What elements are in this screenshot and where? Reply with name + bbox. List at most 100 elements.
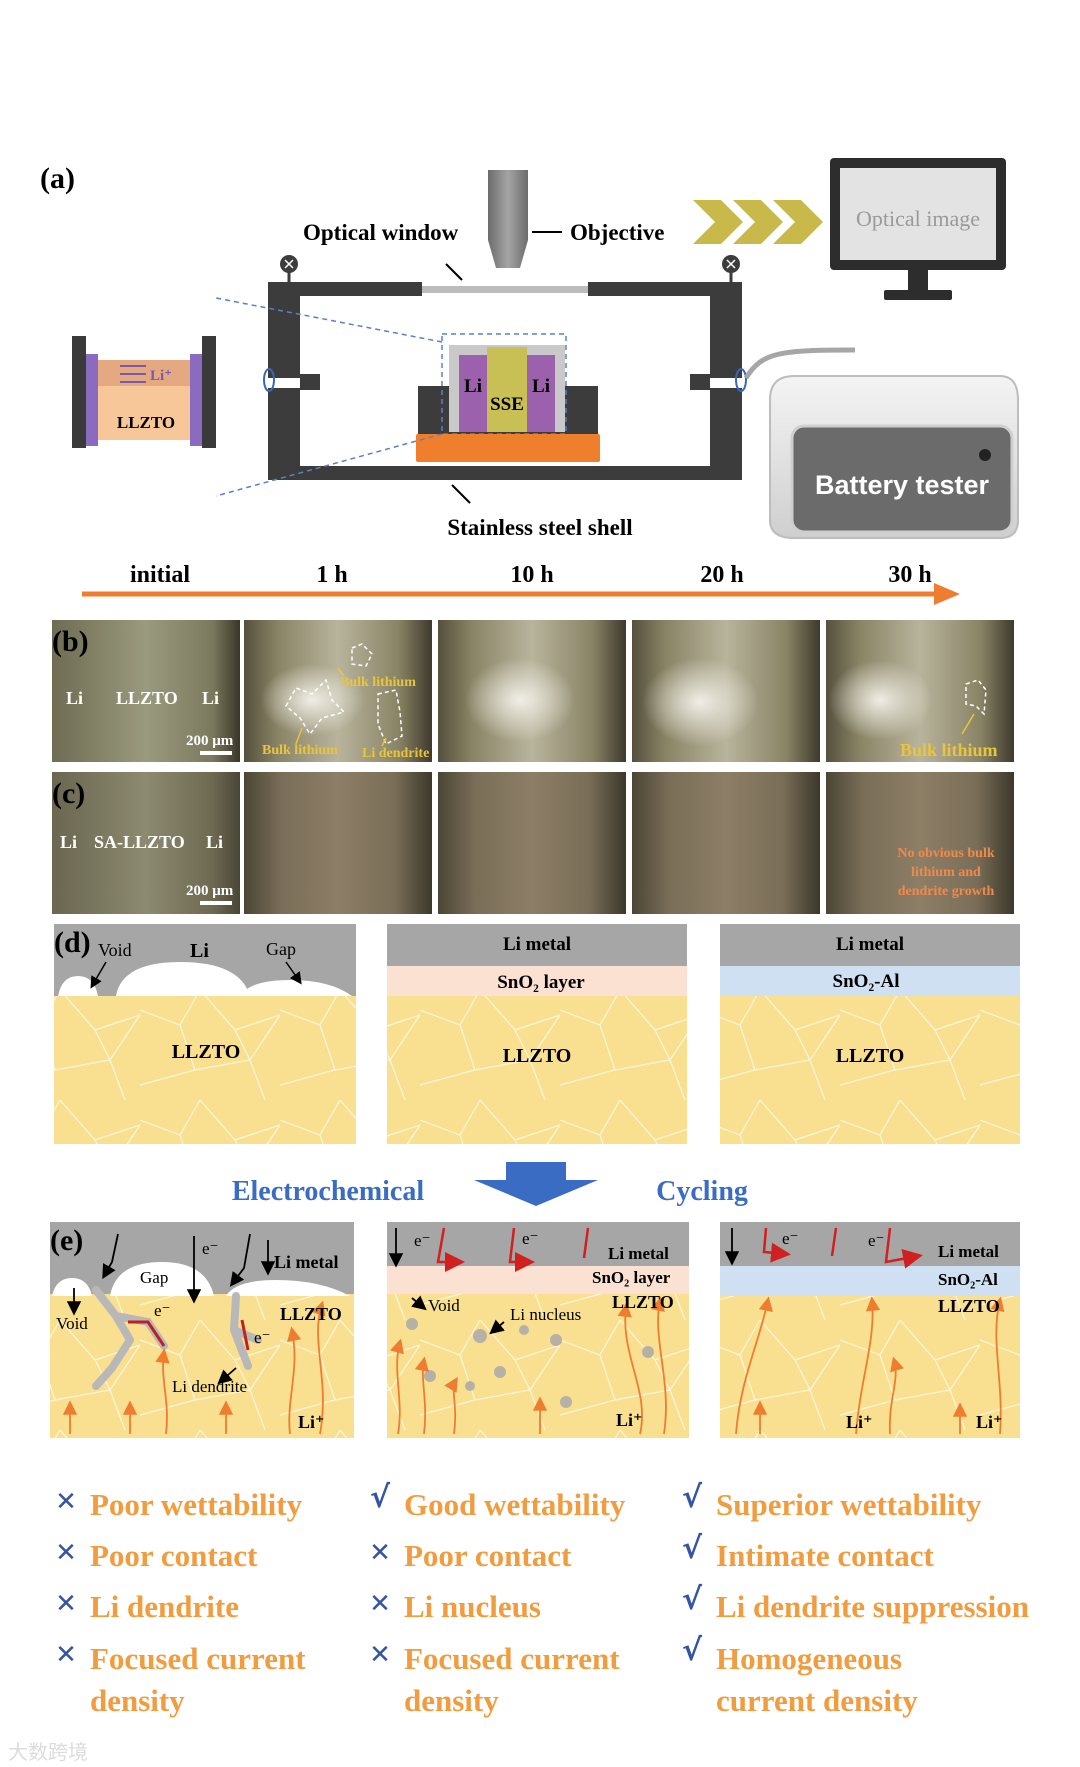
property-row: √Good wettability [364, 1480, 625, 1525]
panel-e: (e) e⁻ Li metal Gap Void e⁻ LLZTO e⁻ Li … [50, 1222, 1020, 1438]
property-text: Superior wettability [716, 1487, 982, 1522]
check-icon: √ [681, 1531, 702, 1566]
panel-d-sno2-al: SnO₂-Al [833, 971, 900, 992]
property-row: √ Li dendrite suppression [676, 1582, 1029, 1627]
panel-c: (c) Li SA-LLZTO Li 200 μm No obvious bul… [52, 772, 1014, 914]
panel-d-void: Void [98, 940, 132, 960]
property-row: ✕ Poor wettability [50, 1485, 302, 1525]
bulk-lithium-label-30h: Bulk lithium [900, 740, 998, 760]
check-icon: √ [681, 1480, 702, 1515]
check-icon: √ [681, 1633, 702, 1668]
objective-lens [488, 170, 528, 268]
panel-e-llzto-1: LLZTO [280, 1304, 342, 1324]
panel-b-li-left: Li [66, 688, 83, 708]
panel-b-llzto: LLZTO [116, 688, 178, 708]
check-icon: √ [681, 1582, 702, 1617]
bulk-outline-30h [965, 679, 987, 716]
panel-b-label: (b) [52, 625, 89, 658]
monitor-text: Optical image [856, 206, 980, 231]
photo-c-initial [52, 772, 240, 914]
panel-e-void-1: Void [56, 1314, 88, 1333]
cross-icon: ✕ [55, 1589, 77, 1619]
cross-icon: ✕ [55, 1487, 77, 1517]
battery-tester-icon: Battery tester [769, 375, 1019, 539]
property-row: ✕Poor contact [50, 1536, 257, 1576]
panel-e-sno2-layer: SnO₂ layer [592, 1268, 671, 1287]
property-text: Li dendrite [90, 1589, 239, 1624]
panel-c-li-right: Li [206, 832, 223, 852]
panel-c-sa-llzto: SA-LLZTO [94, 832, 185, 852]
zoom-line-top [215, 297, 443, 343]
property-text: Homogeneous current density [716, 1641, 918, 1718]
panel-d: (d) Void Li Gap LLZTO Li metal SnO₂ laye… [54, 924, 1020, 1144]
panel-e-li-dendrite: Li dendrite [172, 1377, 247, 1396]
property-text: Poor contact [404, 1538, 572, 1573]
property-text: Intimate contact [716, 1538, 934, 1573]
panel-e-e1: e⁻ [202, 1239, 219, 1258]
cell-housing [263, 255, 856, 480]
panel-e-sno2-al: SnO₂-Al [938, 1270, 998, 1289]
property-text: Poor wettability [90, 1487, 303, 1522]
panel-e-li-metal-2: Li metal [608, 1244, 669, 1263]
panel-d-li-metal-2: Li metal [503, 934, 571, 955]
li-dendrite-label: Li dendrite [362, 746, 429, 761]
property-row: ✕Poor contact [364, 1536, 571, 1576]
panel-b-li-right: Li [202, 688, 219, 708]
cycling-banner: Electrochemical Cycling [232, 1162, 748, 1207]
timeline-initial: initial [130, 562, 190, 588]
panel-b-scale: 200 μm [186, 733, 234, 749]
photo-c-10h [438, 772, 626, 914]
property-text: Focused current density [404, 1641, 620, 1718]
property-row: ✕Li nucleus [364, 1587, 541, 1627]
property-text: Poor contact [90, 1538, 258, 1573]
llzto-inset: Li⁺ LLZTO [72, 336, 216, 448]
cell-li-right: Li [532, 376, 550, 397]
panel-e-e6: e⁻ [782, 1229, 799, 1248]
panel-c-scale-bar [200, 901, 232, 905]
panel-d-llzto-1: LLZTO [172, 1041, 241, 1063]
electrochemical-label: Electrochemical [232, 1176, 425, 1207]
property-text: Li dendrite suppression [716, 1589, 1029, 1624]
panel-d-llzto-3: LLZTO [836, 1045, 905, 1067]
bulk-outline-2 [351, 643, 373, 667]
panel-e-label: (e) [50, 1224, 83, 1257]
inset-llzto: LLZTO [117, 413, 175, 432]
panel-e-llzto-2: LLZTO [612, 1292, 674, 1312]
property-row: ✕ Focused current density [364, 1638, 644, 1722]
panel-d-gap: Gap [266, 939, 296, 959]
property-row: √ Superior wettability [676, 1480, 982, 1525]
panel-e-e5: e⁻ [522, 1229, 539, 1248]
panel-c-li-left: Li [60, 832, 77, 852]
zoom-line-bottom [215, 433, 443, 497]
cycling-label: Cycling [656, 1176, 748, 1207]
battery-cell: Li Li SSE [416, 333, 600, 462]
property-text: Focused current density [90, 1641, 306, 1718]
objective-label: Objective [570, 220, 665, 245]
panel-c-note-1: No obvious bulk [897, 846, 994, 861]
inset-li-ion: Li⁺ [150, 368, 172, 384]
panel-b: (b) Li LLZTO Li 200 μm Bulk lithium Bulk… [52, 620, 1014, 762]
panel-e-li-ion-3: Li⁺ [846, 1412, 873, 1432]
panel-e-li-nucleus: Li nucleus [510, 1305, 581, 1324]
panel-a-label: (a) [40, 162, 75, 195]
shell-pointer [451, 484, 471, 504]
property-row: ✕ Focused current density [50, 1638, 330, 1722]
shell-label: Stainless steel shell [447, 515, 632, 540]
bulk-lithium-label-2: Bulk lithium [262, 743, 338, 758]
property-comparison: ✕Poor wettability ✕Poor contact ✕Li dend… [0, 1480, 1080, 1767]
panel-e-li-metal-1: Li metal [274, 1252, 339, 1272]
dendrite-outline [377, 689, 403, 746]
battery-tester-label: Battery tester [815, 470, 990, 500]
property-row: √ Intimate contact [676, 1531, 934, 1576]
optical-window-pointer [445, 263, 463, 281]
photo-c-20h [632, 772, 820, 914]
cross-icon: ✕ [369, 1589, 391, 1619]
panel-b-scale-bar [200, 751, 232, 755]
watermark: 大数跨境 [8, 1740, 88, 1764]
timeline-10h: 10 h [510, 562, 553, 588]
check-icon: √ [369, 1480, 390, 1515]
cross-icon: ✕ [55, 1640, 77, 1670]
timeline-30h: 30 h [888, 562, 931, 588]
panel-e-llzto-3: LLZTO [938, 1296, 1000, 1316]
cross-icon: ✕ [369, 1640, 391, 1670]
